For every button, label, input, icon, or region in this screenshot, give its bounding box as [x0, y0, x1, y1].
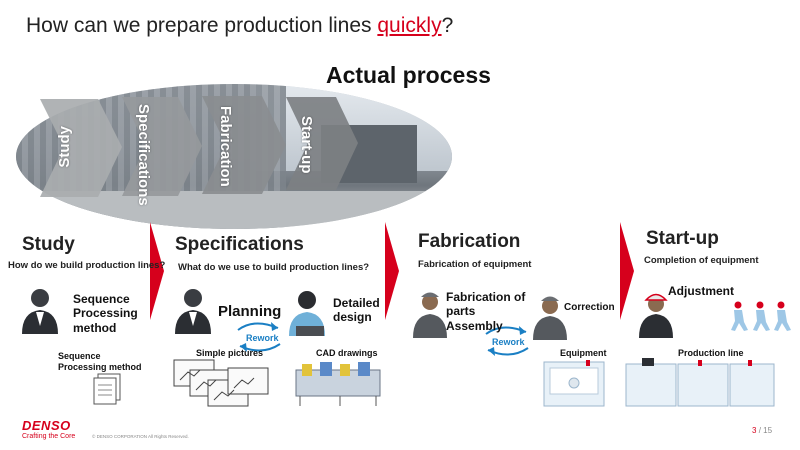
slide-title: How can we prepare production lines quic… [26, 14, 453, 38]
equipment-icon [543, 360, 605, 407]
rework-label-2: Rework [492, 337, 525, 347]
denso-logo: DENSO [22, 418, 71, 433]
rework-cycle-icon-2 [485, 326, 529, 356]
person-designer-icon [289, 291, 325, 336]
worker-correction-icon [533, 296, 567, 340]
stage-fabrication-subtitle: Fabrication of equipment [418, 259, 532, 270]
stage-fabrication-title: Fabrication [418, 231, 521, 252]
equipment-label: Equipment [560, 348, 607, 358]
running-workers-icon [731, 301, 791, 331]
chevron-study [40, 99, 122, 197]
stage-arrow-1 [150, 222, 164, 320]
worker-fabrication-icon [413, 292, 447, 338]
cad-drawings-label: CAD drawings [316, 348, 378, 358]
document-icon [93, 373, 121, 405]
page-total: / 15 [758, 426, 773, 435]
page-number: 3 / 15 [752, 426, 772, 435]
chevron-specifications [122, 97, 202, 196]
production-line-label: Production line [678, 348, 744, 358]
chevron-startup [286, 97, 358, 190]
stage-study-title: Study [22, 234, 75, 255]
production-line-icon [625, 358, 775, 407]
detailed-design-label: Detailed design [333, 296, 380, 325]
stage-startup-subtitle: Completion of equipment [644, 255, 759, 266]
correction-label: Correction [564, 302, 615, 313]
stage-arrow-3 [620, 222, 634, 320]
stage-study-subtitle: How do we build production lines? [8, 260, 166, 271]
planning-label: Planning [218, 303, 282, 320]
stage-arrow-2 [385, 222, 399, 320]
stage-specifications-subtitle: What do we use to build production lines… [178, 262, 370, 273]
rework-cycle-icon-1 [237, 322, 281, 352]
person-planning-icon [175, 289, 211, 334]
stage-startup-title: Start-up [646, 228, 719, 249]
simple-pictures-label: Simple pictures [196, 348, 264, 358]
chevron-fabrication [202, 96, 286, 194]
rework-label-1: Rework [246, 333, 279, 343]
sketch-images-icon [173, 359, 269, 407]
cad-drawing-icon [295, 362, 381, 406]
fabrication-assembly-label: Fabrication of parts Assembly [446, 290, 526, 333]
chevron-startup-label: Start-up [298, 116, 315, 174]
logo-tagline: Crafting the Core [22, 433, 76, 440]
chevron-specifications-label: Specifications [135, 104, 152, 206]
person-study-icon [22, 289, 58, 334]
worker-adjustment-icon [639, 293, 673, 338]
chevron-study-label: Study [56, 126, 73, 168]
title-end: ? [441, 14, 454, 37]
actual-process-label: Actual process [326, 62, 491, 88]
chevron-fabrication-label: Fabrication [217, 106, 234, 187]
copyright-text: © DENSO CORPORATION All Rights Reserved. [92, 434, 189, 439]
adjustment-label: Adjustment [668, 284, 734, 298]
stage-specifications-title: Specifications [175, 234, 304, 255]
sequence-method-label: Sequence Processing method [73, 292, 138, 335]
sequence-doc-label: Sequence Processing method [58, 351, 142, 373]
title-text: How can we prepare production lines [26, 14, 378, 37]
page-current: 3 [752, 426, 757, 435]
title-highlight: quickly [377, 14, 442, 37]
